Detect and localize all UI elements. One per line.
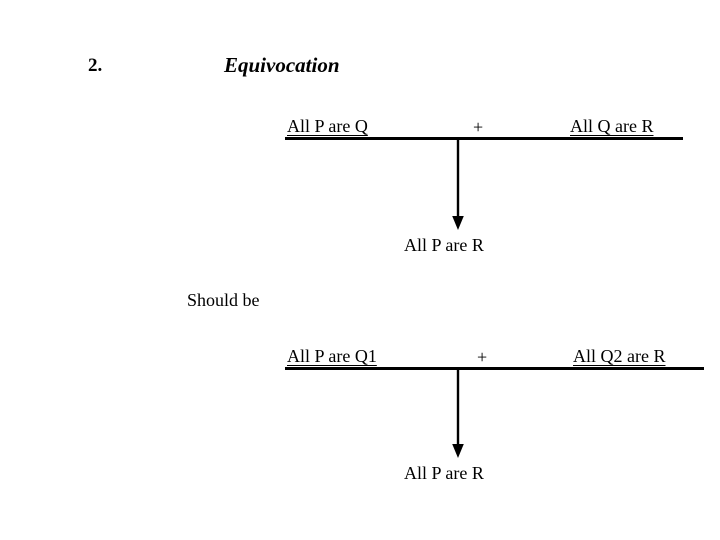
transition-label: Should be — [187, 290, 260, 310]
page-title: Equivocation — [224, 53, 340, 77]
argument2-inference-bar — [285, 367, 704, 370]
argument1-inference-bar — [285, 137, 683, 140]
argument1-premise-left: All P are Q — [287, 116, 368, 136]
argument1-conclusion: All P are R — [404, 235, 484, 255]
argument2-operator: + — [477, 347, 488, 367]
argument1-premise-right: All Q are R — [570, 116, 654, 136]
argument2-conclusion: All P are R — [404, 463, 484, 483]
argument2-down-arrow-icon — [452, 367, 464, 458]
item-number: 2. — [88, 55, 103, 76]
argument2-premise-right: All Q2 are R — [573, 346, 666, 366]
argument1-operator: + — [473, 117, 484, 137]
argument2-premise-left: All P are Q1 — [287, 346, 377, 366]
argument1-down-arrow-icon — [452, 137, 464, 230]
